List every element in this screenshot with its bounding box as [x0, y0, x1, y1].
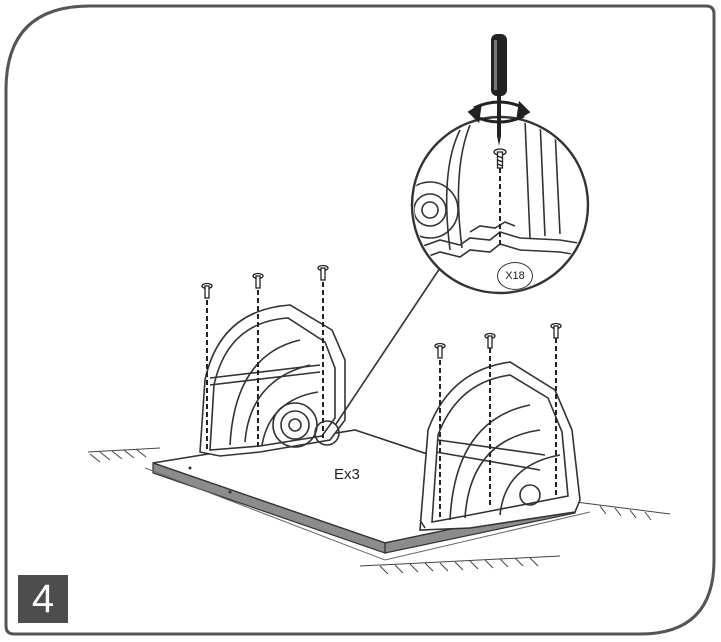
screw-icon	[201, 264, 562, 359]
right-frame-panel	[419, 361, 581, 531]
screw-guides	[206, 282, 557, 520]
rotation-arrow-icon	[467, 100, 531, 124]
magnified-detail-view	[410, 115, 590, 295]
hardware-quantity-badge: X18	[497, 262, 533, 290]
detail-callout-connector	[314, 267, 441, 446]
screwdriver-icon	[491, 34, 507, 146]
part-label: Ex3	[334, 466, 360, 483]
left-frame-panel	[199, 304, 346, 457]
diagram-frame	[4, 4, 716, 636]
step-number-badge: 4	[18, 575, 68, 623]
screw-icon	[493, 148, 507, 169]
